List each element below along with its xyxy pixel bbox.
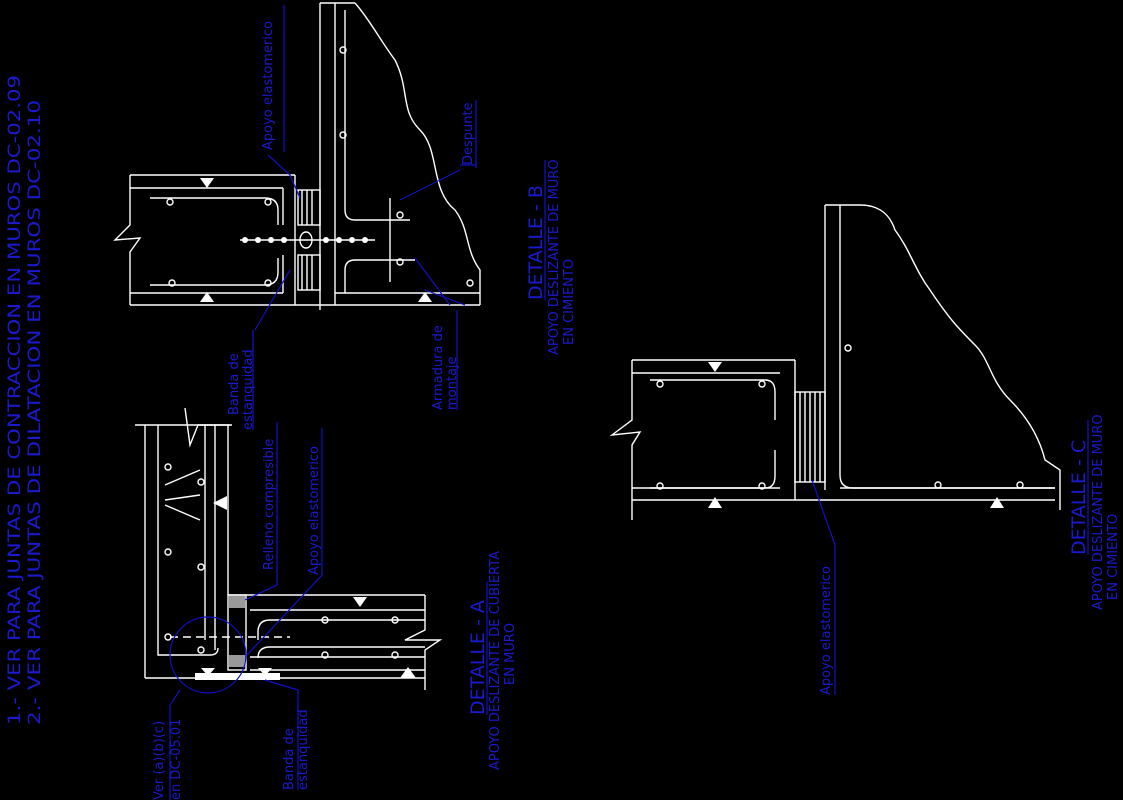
detail-c-leaders	[811, 479, 836, 695]
detail-a-labels: Relleno compresible Apoyo elastomerico V…	[152, 439, 518, 800]
label-despunte: Despunte	[461, 102, 476, 165]
label-armadura-2: montaje	[445, 356, 460, 410]
detail-c-labels: Apoyo elastomerico DETALLE - C APOYO DES…	[819, 414, 1121, 695]
label-apoyo-elastomerico-a: Apoyo elastomerico	[307, 446, 322, 575]
detail-b-labels: Apoyo elastomerico Despunte Banda de est…	[227, 21, 577, 430]
label-banda-a-1: Banda de	[282, 728, 297, 790]
label-apoyo-elastomerico-b: Apoyo elastomerico	[261, 21, 276, 150]
detail-reference-circle	[169, 616, 247, 694]
detail-c-subtitle-1: APOYO DESLIZANTE DE MURO	[1091, 414, 1106, 610]
label-ver-1: Ver (a)(b)(c)	[152, 721, 167, 800]
detail-b-subtitle-2: EN CIMIENTO	[562, 259, 577, 345]
note-2: 2.- VER PARA JUNTAS DE DILATACION EN MUR…	[25, 100, 45, 725]
detail-c-title: DETALLE - C	[1068, 440, 1090, 555]
note-1: 1.- VER PARA JUNTAS DE CONTRACCION EN MU…	[5, 75, 25, 725]
detail-a-leaders	[169, 422, 323, 800]
label-ver-2: en DC-05.01	[169, 719, 184, 800]
detail-c-subtitle-2: EN CIMIENTO	[1106, 514, 1121, 600]
detail-b-leaders	[252, 5, 477, 430]
label-relleno-compresible: Relleno compresible	[262, 439, 277, 570]
label-armadura-1: Armadura de	[431, 325, 446, 410]
label-banda-b-2: estanquidad	[241, 349, 256, 430]
label-banda-a-2: estanquidad	[296, 709, 311, 790]
detail-c-drawing	[609, 204, 1061, 520]
label-apoyo-elastomerico-c: Apoyo elastomerico	[819, 566, 834, 695]
general-notes: 1.- VER PARA JUNTAS DE CONTRACCION EN MU…	[5, 75, 45, 725]
detail-a-title: DETALLE - A	[467, 600, 489, 715]
detail-b-subtitle-1: APOYO DESLIZANTE DE MURO	[547, 159, 562, 355]
detail-a-subtitle-1: APOYO DESLIZANTE DE CUBIERTA	[488, 551, 503, 770]
detail-a-drawing	[135, 407, 443, 690]
label-banda-b-1: Banda de	[227, 353, 242, 415]
detail-a-subtitle-2: EN MURO	[503, 623, 518, 685]
detail-b-title: DETALLE - B	[525, 185, 547, 300]
detail-b-drawing	[113, 2, 481, 310]
